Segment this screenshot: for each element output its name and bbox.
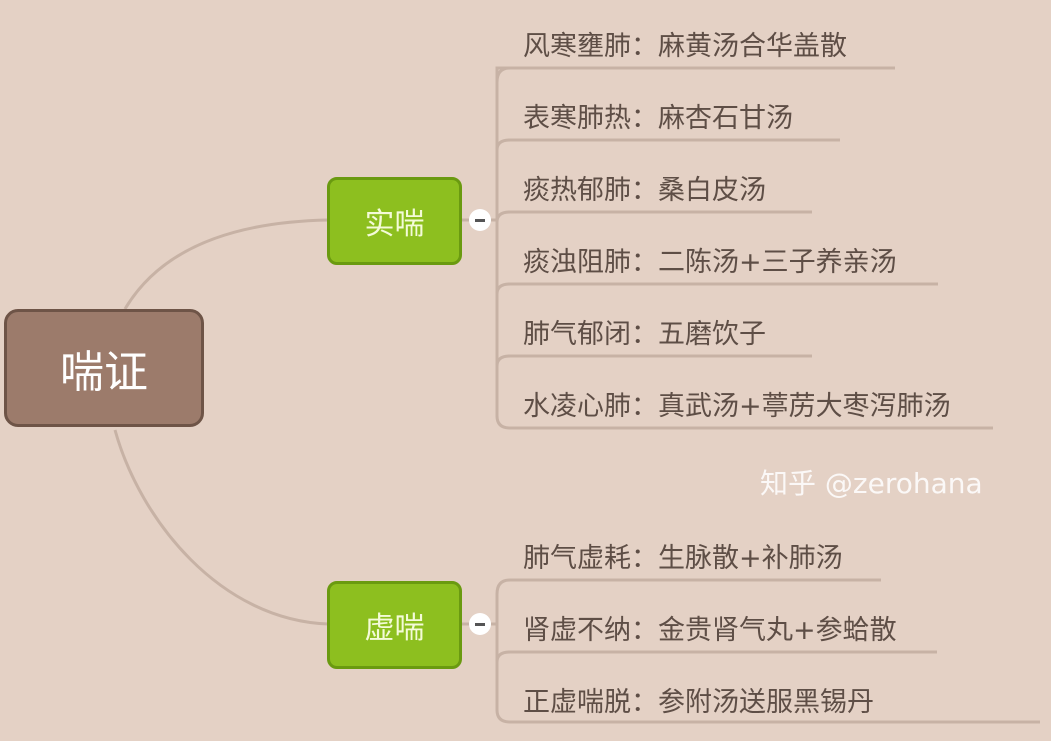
list-item[interactable]: 水凌心肺：真武汤+葶苈大枣泻肺汤 xyxy=(523,391,951,422)
list-item[interactable]: 肺气虚耗：生脉散+补肺汤 xyxy=(523,543,843,574)
list-item[interactable]: 风寒壅肺：麻黄汤合华盖散 xyxy=(523,31,847,62)
list-item[interactable]: 正虚喘脱：参附汤送服黑锡丹 xyxy=(523,687,874,718)
list-item[interactable]: 肺气郁闭：五磨饮子 xyxy=(523,319,766,350)
collapse-icon[interactable] xyxy=(469,209,491,231)
branch-shichuan[interactable]: 实喘 xyxy=(327,177,462,265)
root-node[interactable]: 喘证 xyxy=(4,309,204,427)
collapse-icon[interactable] xyxy=(469,613,491,635)
watermark: 知乎 @zerohana xyxy=(760,467,983,500)
list-item[interactable]: 痰浊阻肺：二陈汤+三子养亲汤 xyxy=(523,247,897,278)
list-item[interactable]: 痰热郁肺：桑白皮汤 xyxy=(523,175,766,206)
list-item[interactable]: 表寒肺热：麻杏石甘汤 xyxy=(523,103,793,134)
branch-xuchuan[interactable]: 虚喘 xyxy=(327,581,462,669)
branch-label: 虚喘 xyxy=(364,611,425,646)
list-item[interactable]: 肾虚不纳：金贵肾气丸+参蛤散 xyxy=(523,615,897,646)
root-label: 喘证 xyxy=(60,347,148,398)
branch-label: 实喘 xyxy=(364,207,425,242)
